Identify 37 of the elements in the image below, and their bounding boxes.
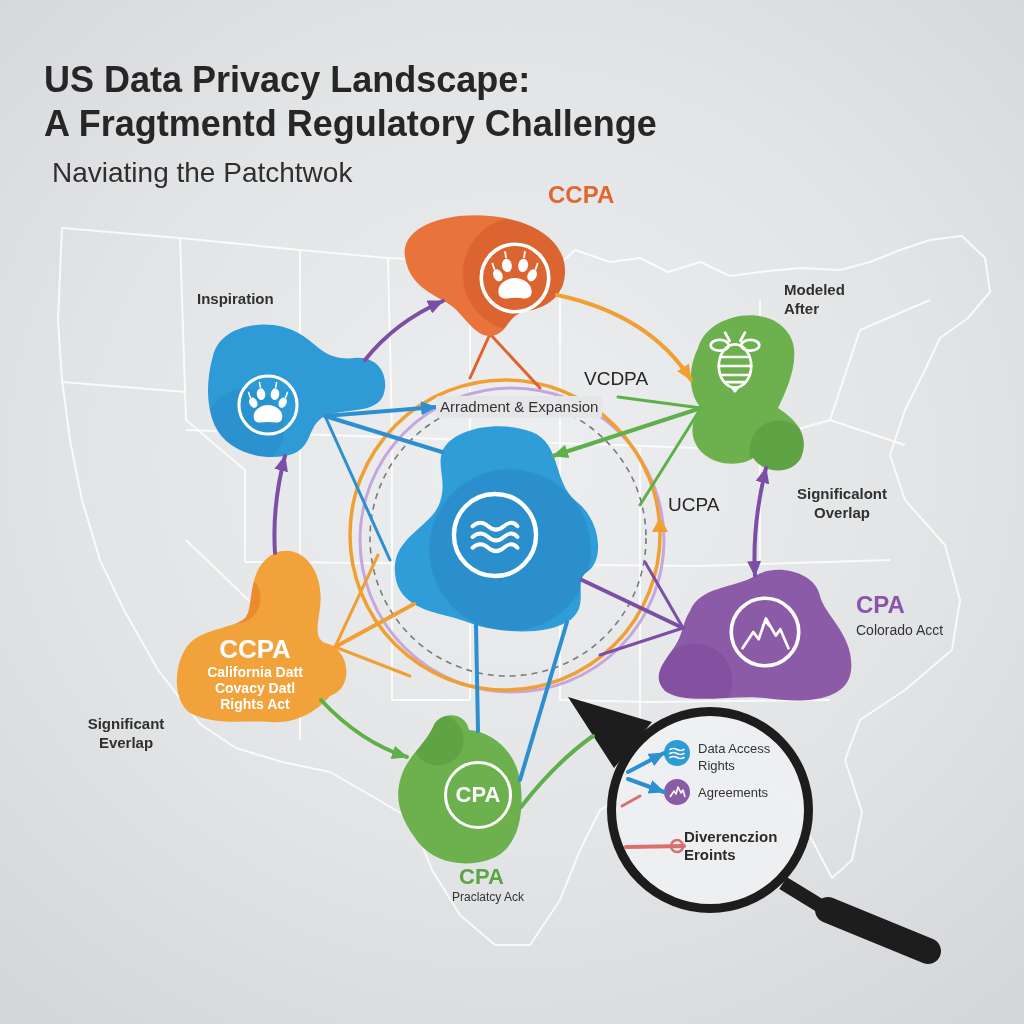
connector-line [518, 620, 569, 782]
arrow [319, 698, 409, 759]
connector-line [624, 838, 686, 854]
ring-label: CPA [444, 761, 512, 829]
blob-description: California Datt Covacy Datl Rights Act [206, 664, 304, 712]
connector-line [474, 623, 480, 733]
annotation: Diverenczion Eroints [684, 828, 788, 864]
node-caption: Modeled After [784, 280, 846, 318]
arrow [363, 299, 445, 362]
arrow [626, 751, 666, 774]
annotation: Arradment & Expansion [436, 396, 603, 418]
arrow [551, 406, 703, 459]
annotation: Significalont Overlap [796, 484, 888, 522]
node-caption: Agreements [698, 784, 769, 801]
connector-line [519, 734, 595, 809]
node-heading: CPA [459, 864, 504, 891]
waves-badge-icon [664, 740, 690, 766]
arrow [626, 777, 666, 794]
blob-title: CCPA [218, 634, 292, 666]
node-caption: Colorado Acct [856, 622, 944, 639]
annotation: Significant Everlap [86, 714, 166, 752]
annotation: UCPA [668, 494, 720, 517]
node-heading: CCPA [548, 181, 615, 210]
annotation: Inspiration [197, 289, 274, 308]
double-arrow [747, 466, 770, 578]
connector-line [323, 414, 444, 454]
arrow [555, 293, 693, 382]
connector-line [333, 602, 416, 649]
node-caption: Data Access Rights [698, 740, 772, 774]
mountain-badge-icon [664, 779, 690, 805]
connector-line [580, 578, 685, 630]
subtitle: Naviating the Patchtwok [52, 156, 353, 190]
annotation: VCDPA [584, 368, 649, 391]
node-heading: CPA [856, 591, 905, 620]
arrow [272, 454, 289, 555]
title: US Data Privacy Landscape: A Fragtmentd Regulatory Challenge [44, 58, 658, 146]
node-caption: Praclatcy Ack [452, 890, 525, 905]
